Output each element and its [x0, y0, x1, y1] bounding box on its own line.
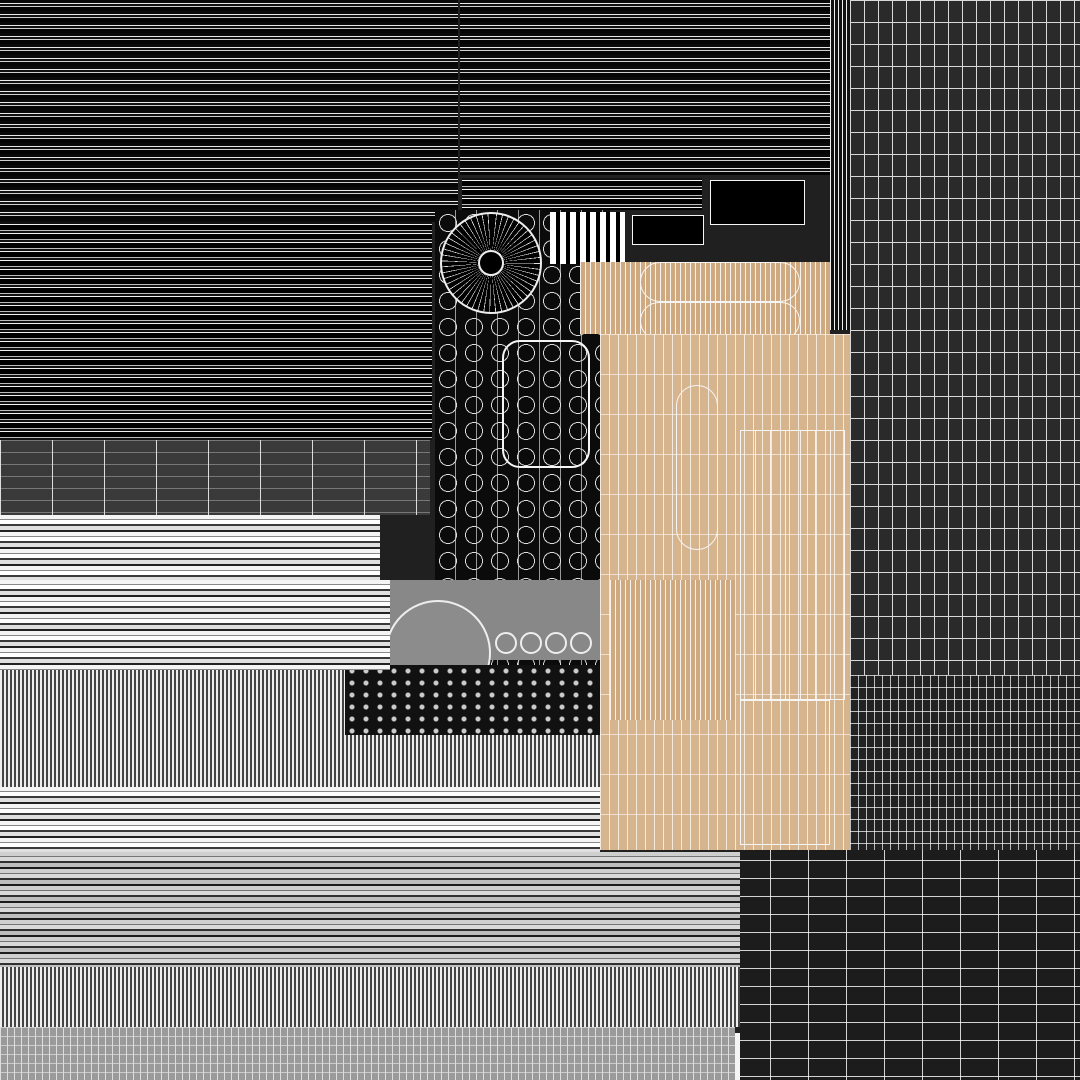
oval-frame-vertical	[676, 385, 718, 550]
horizontal-lines-panel-top-left	[0, 0, 458, 222]
small-ring	[545, 632, 567, 654]
frame-block	[710, 180, 805, 225]
wood-planks-left	[610, 580, 735, 720]
white-strips-panel	[0, 515, 380, 580]
gray-strips-panel	[0, 852, 740, 967]
plank-frame	[740, 700, 830, 845]
light-gray-parts-panel	[0, 1027, 735, 1080]
vertical-bars-panel	[0, 440, 430, 515]
rounded-frame	[502, 340, 590, 468]
fan-wheel	[440, 212, 542, 314]
plank-frame	[740, 430, 845, 700]
grid-parts-panel	[850, 675, 1080, 850]
vertical-strip-band	[0, 735, 600, 787]
fan-hub	[478, 250, 504, 276]
grid-panel-right	[850, 0, 1080, 675]
dark-rectangle	[632, 215, 704, 245]
stripe-block	[550, 212, 625, 264]
bottom-strip-band	[0, 967, 740, 1027]
small-ring	[495, 632, 517, 654]
horizontal-lines-panel-mid-left	[0, 222, 432, 440]
oval-frame	[640, 262, 800, 302]
vertical-rails	[830, 0, 850, 330]
vertical-strip-band	[0, 670, 345, 735]
small-ring	[520, 632, 542, 654]
dark-parts-panel	[740, 850, 1080, 1080]
small-parts-panel	[345, 665, 605, 735]
white-strips-panel	[0, 787, 600, 852]
slat-panel	[462, 178, 702, 210]
horizontal-lines-panel-top-center	[460, 0, 830, 175]
white-strips-panel	[0, 580, 390, 670]
small-ring	[570, 632, 592, 654]
